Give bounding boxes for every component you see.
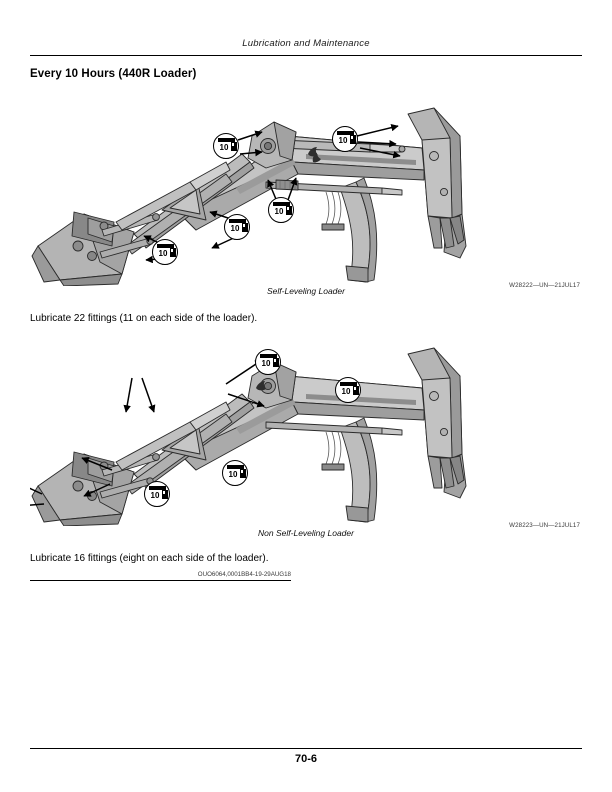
figure-non-self-leveling-loader: 10 10 10 10 Non Self-Leveling Loader W28… [30,336,582,538]
header-divider [30,55,582,56]
callout-interval-label: 10 [230,223,240,233]
callout-bar [229,218,246,223]
callout-bar [149,485,166,490]
grease-gun-icon [286,206,292,215]
grease-gun-icon [350,135,356,144]
callout-bar [340,381,357,386]
grease-gun-icon [273,358,279,367]
figure-id: W28223—UN—21JUL17 [509,522,580,529]
callout-interval-label: 10 [219,142,229,152]
callout-badge: 10 [335,377,361,403]
callout-badge: 10 [213,133,239,159]
loader-drawing-2 [30,347,467,526]
callout-bar [337,130,354,135]
loader-illustration-1: 10 10 10 10 10 [30,96,582,286]
grease-gun-icon [242,223,248,232]
callout-interval-label: 10 [341,386,351,396]
callout-badge: 10 [268,197,294,223]
grease-gun-icon [353,386,359,395]
page-title: Every 10 Hours (440R Loader) [30,68,197,80]
callout-interval-label: 10 [158,248,168,258]
grease-gun-icon [170,248,176,257]
callout-bar [273,201,290,206]
figure-id: W28222—UN—21JUL17 [509,282,580,289]
body-paragraph: Lubricate 22 fittings (11 on each side o… [30,313,258,324]
callout-interval-label: 10 [338,135,348,145]
loader-illustration-2: 10 10 10 10 [30,336,582,526]
page-number: 70-6 [294,753,318,765]
grease-gun-icon [240,469,246,478]
figure-caption: Self-Leveling Loader [267,286,345,296]
callout-bar [260,353,277,358]
reference-id: OUO6064,0001BB4-19-29AUG18 [197,571,291,578]
figure-caption: Non Self-Leveling Loader [258,528,354,538]
callout-interval-label: 10 [150,490,160,500]
callout-badge: 10 [224,214,250,240]
figure-self-leveling-loader: 10 10 10 10 10 [30,96,582,296]
body-paragraph: Lubricate 16 fittings (eight on each sid… [30,553,269,564]
running-header: Lubrication and Maintenance [242,38,370,49]
callout-badge: 10 [144,481,170,507]
grease-gun-icon [162,490,168,499]
reference-divider [30,580,291,581]
callout-bar [157,243,174,248]
callout-badge: 10 [222,460,248,486]
grease-gun-icon [231,142,237,151]
callout-bar [218,137,235,142]
callout-badge: 10 [332,126,358,152]
callout-bar [227,464,244,469]
callout-interval-label: 10 [274,206,284,216]
footer-divider [30,748,582,749]
callout-badge: 10 [255,349,281,375]
callout-badge: 10 [152,239,178,265]
loader-drawing-1 [31,107,467,286]
callout-interval-label: 10 [261,358,271,368]
callout-interval-label: 10 [228,469,238,479]
